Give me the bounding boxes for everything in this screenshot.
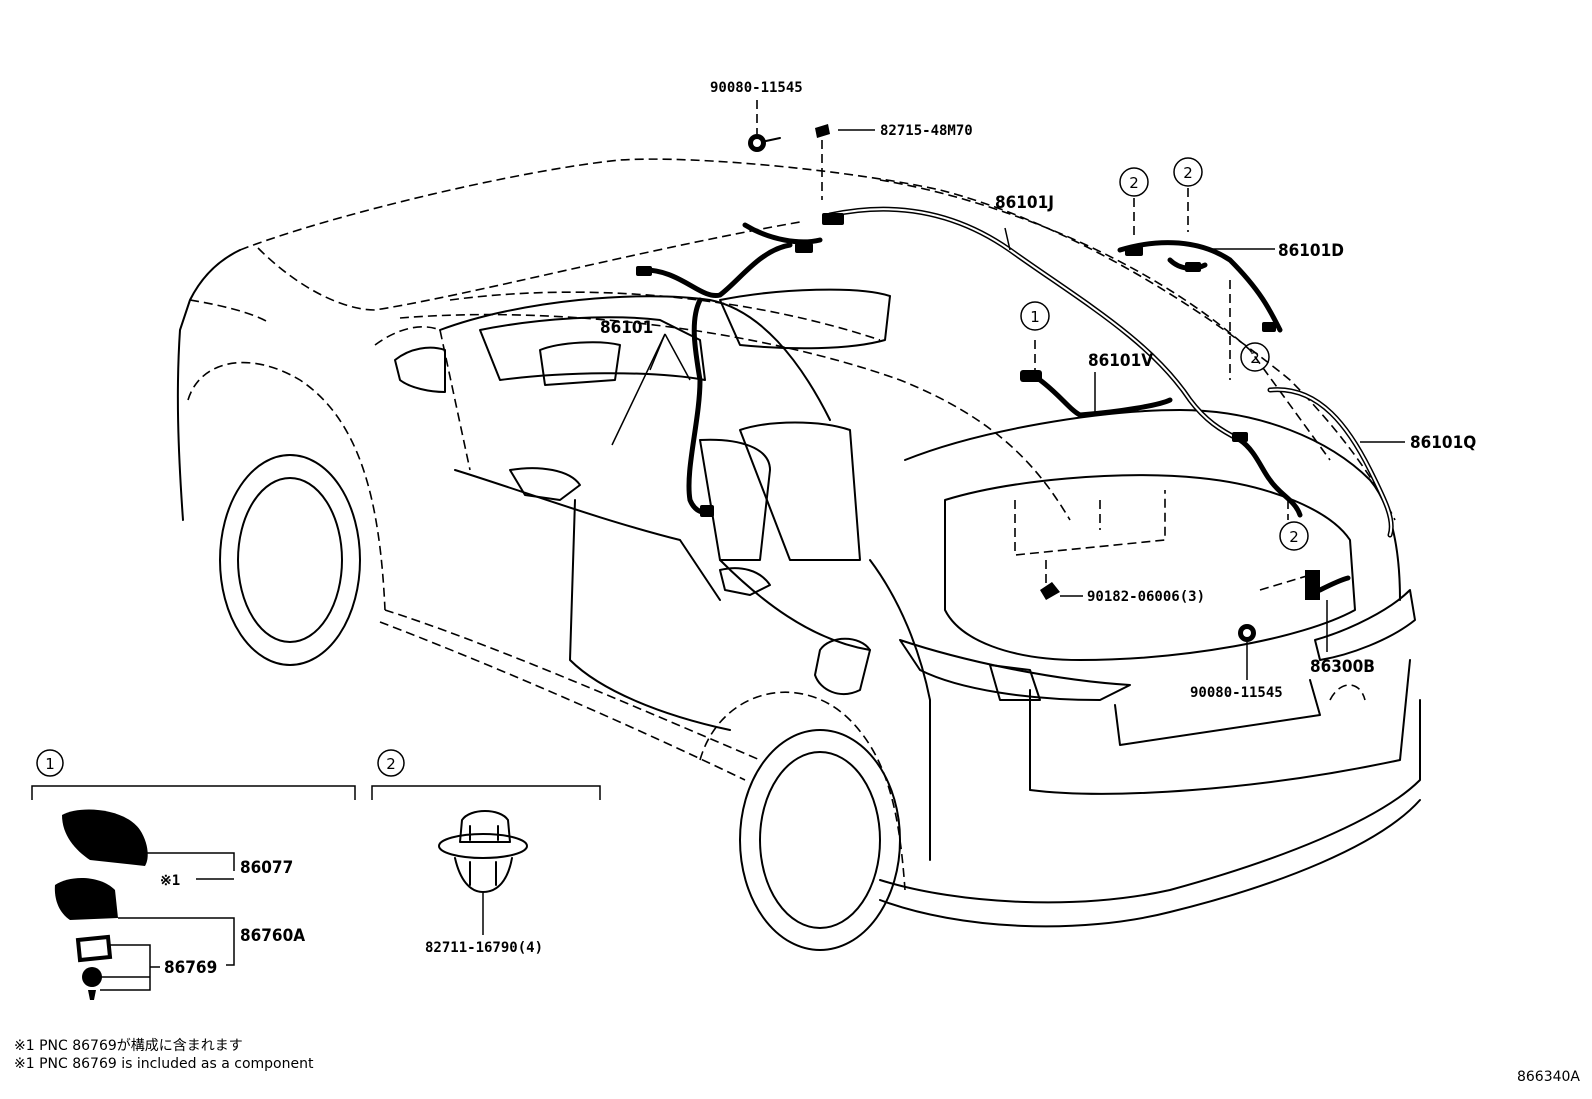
callout-2-d: 2 — [1279, 521, 1309, 551]
svg-text:2: 2 — [1129, 174, 1139, 192]
callout-2-c: 2 — [1240, 342, 1270, 372]
antenna-wires — [636, 124, 1394, 642]
footnote-english: ※1 PNC 86769 is included as a component — [14, 1056, 314, 1072]
svg-text:1: 1 — [1030, 308, 1040, 326]
antenna-body-86760A — [54, 878, 118, 920]
part-labels: 90080-11545 82715-48M70 86101J 86101D 86… — [600, 80, 1476, 701]
leader-lines — [611, 100, 1405, 680]
label-86101: 86101 — [600, 318, 653, 338]
label-86300B: 86300B — [1310, 657, 1375, 677]
svg-text:1: 1 — [45, 755, 55, 773]
antenna-cover-86077 — [62, 809, 148, 866]
vehicle-outline — [176, 158, 1421, 951]
svg-text:2: 2 — [1250, 349, 1260, 367]
svg-text:2: 2 — [1289, 528, 1299, 546]
label-86760A: 86760A — [240, 926, 305, 946]
svg-text:2: 2 — [1183, 164, 1193, 182]
callout-1-roof: 1 — [1020, 301, 1050, 331]
diagram-code: 866340A — [1516, 1069, 1580, 1085]
label-86077: 86077 — [240, 858, 293, 878]
label-86101V: 86101V — [1088, 351, 1153, 371]
ref-mark: ※1 — [160, 873, 180, 889]
label-90080-bottom: 90080-11545 — [1190, 685, 1283, 701]
label-86101D: 86101D — [1278, 241, 1344, 261]
svg-text:2: 2 — [386, 755, 396, 773]
nut-86769 — [82, 967, 102, 987]
detail-group-2: 2 82711-16790(4) — [371, 749, 601, 956]
label-90182: 90182-06006(3) — [1087, 589, 1205, 605]
callout-2-b: 2 — [1173, 157, 1203, 187]
label-86769: 86769 — [164, 958, 217, 978]
label-90080-top: 90080-11545 — [710, 80, 803, 96]
label-86101J: 86101J — [995, 193, 1054, 213]
detail-group-1: 1 86077 ※1 86760A 86769 — [31, 749, 356, 1000]
label-82715: 82715-48M70 — [880, 123, 973, 139]
label-86101Q: 86101Q — [1410, 433, 1476, 453]
clip-82711 — [438, 810, 528, 893]
callout-2-a: 2 — [1119, 167, 1149, 197]
label-82711: 82711-16790(4) — [425, 940, 543, 956]
callouts-on-vehicle: 1 2 2 2 2 — [1020, 157, 1309, 551]
gasket-86769 — [75, 934, 113, 963]
footnote-japanese: ※1 PNC 86769が構成に含まれます — [14, 1038, 243, 1054]
